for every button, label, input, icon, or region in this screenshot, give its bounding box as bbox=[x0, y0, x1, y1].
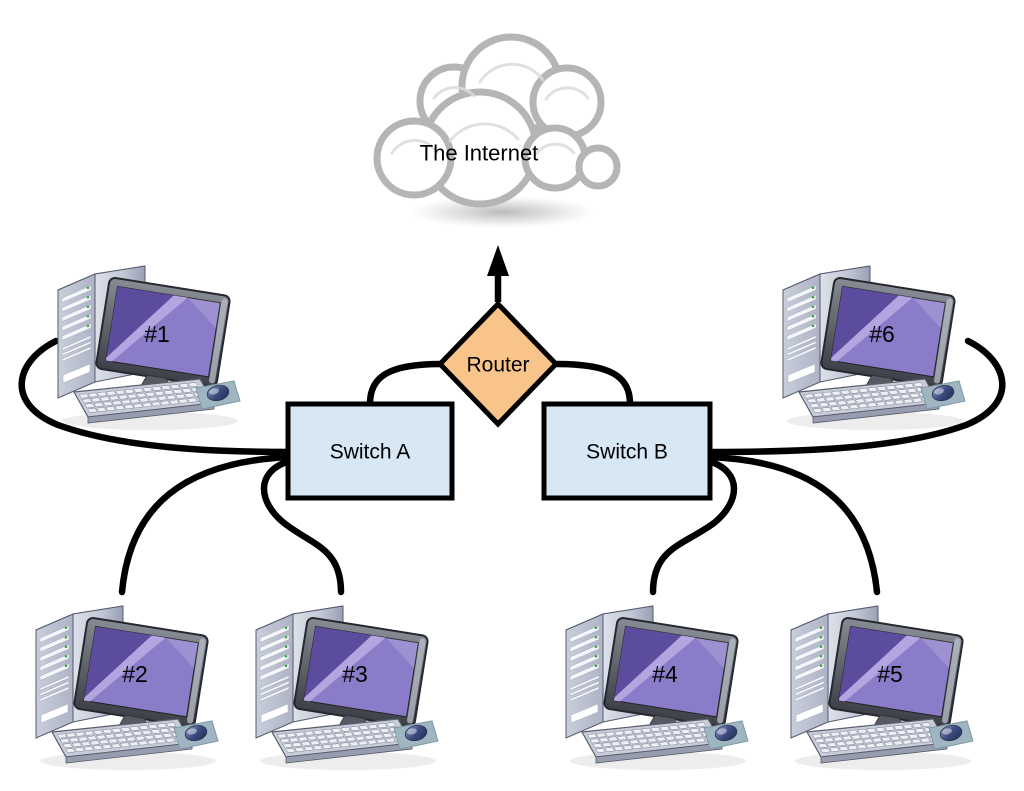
computer-pc-6 bbox=[782, 265, 966, 431]
computer-pc-3 bbox=[255, 605, 439, 771]
cable-pc6-switch-b bbox=[704, 337, 1006, 456]
switch-b-label: Switch B bbox=[586, 441, 668, 464]
computer-pc-4 bbox=[565, 605, 749, 771]
router-node: Router bbox=[436, 300, 560, 428]
cables bbox=[18, 337, 1006, 596]
uplink-arrow bbox=[487, 245, 509, 302]
computers: #1 #2 #3 #4 #5 #6 bbox=[35, 265, 974, 771]
switch-b-box bbox=[541, 401, 713, 501]
cable-pc2-switch-a bbox=[118, 453, 293, 596]
router-label: Router bbox=[466, 354, 529, 377]
cloud-shadow bbox=[410, 196, 596, 228]
switch-b-node: Switch B bbox=[541, 401, 713, 501]
cable-pc1-switch-a bbox=[18, 337, 294, 456]
pc-5-screen-label: #5 bbox=[877, 661, 903, 687]
pc-3-screen-label: #3 bbox=[342, 661, 368, 687]
computer-pc-2 bbox=[35, 605, 219, 771]
switch-a-label: Switch A bbox=[330, 441, 411, 464]
arrowhead-icon bbox=[487, 245, 509, 276]
pc-2-screen-label: #2 bbox=[122, 661, 148, 687]
router-diamond bbox=[436, 300, 560, 428]
internet-cloud-label: The Internet bbox=[420, 141, 539, 166]
uplink-switch-a-router bbox=[366, 360, 445, 408]
internet-cloud: The Internet bbox=[373, 33, 621, 228]
cable-pc4-switch-b bbox=[649, 457, 738, 596]
pc-1-screen-label: #1 bbox=[144, 321, 170, 347]
computer-pc-5 bbox=[790, 605, 974, 771]
uplink-switch-b-router bbox=[553, 360, 634, 408]
cable-pc3-switch-a bbox=[260, 457, 345, 596]
cable-pc5-switch-b bbox=[705, 453, 881, 596]
pc-6-screen-label: #6 bbox=[869, 321, 895, 347]
computer-pc-1 bbox=[57, 265, 241, 431]
pc-4-screen-label: #4 bbox=[652, 661, 678, 687]
switch-a-box bbox=[285, 401, 455, 501]
switch-a-node: Switch A bbox=[285, 401, 455, 501]
